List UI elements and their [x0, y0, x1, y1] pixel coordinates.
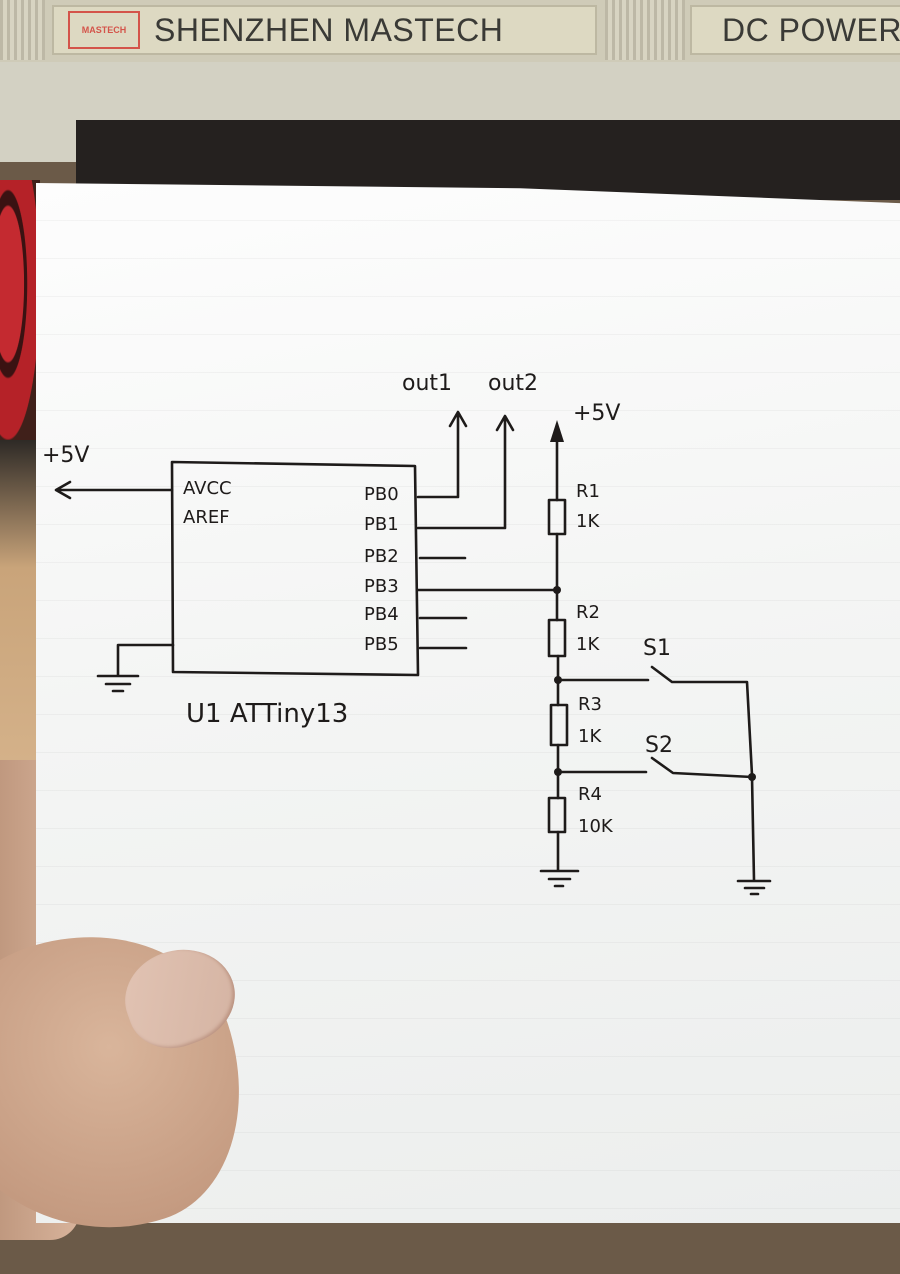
unused-pin-stubs — [418, 556, 468, 650]
product-text: DC POWER — [722, 11, 900, 48]
pin-label-pb2: PB2 — [364, 546, 399, 567]
pin-label-pb0: PB0 — [364, 484, 399, 505]
pin-label-pb1: PB1 — [364, 514, 399, 535]
output-label-out1: out1 — [402, 371, 452, 396]
r1-value: 1K — [576, 511, 600, 532]
vent-grille — [605, 0, 685, 60]
pin-label-pb4: PB4 — [364, 604, 399, 625]
output-label-out2: out2 — [488, 371, 538, 396]
product-plate: DC POWER — [690, 5, 900, 55]
r4-name: R4 — [578, 784, 602, 805]
r1-name: R1 — [576, 481, 600, 502]
resistor-r4 — [547, 796, 567, 834]
s1-label: S1 — [643, 636, 671, 661]
power-label-left: +5V — [42, 443, 89, 468]
ground-symbol-switches — [736, 775, 772, 896]
ic-body — [170, 460, 420, 677]
avcc-wire-arrow — [54, 480, 174, 500]
resistor-r2 — [547, 618, 567, 658]
hand-drawn-schematic: AVCC AREF PB0 PB1 PB2 PB3 PB4 PB5 U1 ATT… — [42, 371, 772, 896]
r2-value: 1K — [576, 634, 600, 655]
pin-label-aref: AREF — [183, 507, 230, 528]
switch-s2 — [556, 756, 754, 779]
r3-value: 1K — [578, 726, 602, 747]
s2-label: S2 — [645, 733, 673, 758]
power-label-right: +5V — [573, 401, 620, 426]
ic-ground-symbol — [96, 643, 175, 693]
out1-wire — [416, 410, 468, 499]
switch-s1 — [556, 665, 754, 777]
mastech-logo: MASTECH — [68, 11, 140, 49]
resistor-r1 — [547, 498, 567, 536]
red-cloth — [0, 180, 40, 440]
brand-text: SHENZHEN MASTECH — [154, 11, 504, 48]
r3-name: R3 — [578, 694, 602, 715]
ground-symbol-r4 — [539, 830, 580, 888]
out2-wire — [416, 414, 515, 530]
pin-label-avcc: AVCC — [183, 478, 232, 499]
ic-designator: U1 ATTiny13 — [186, 699, 348, 729]
brand-plate: MASTECH SHENZHEN MASTECH — [52, 5, 597, 55]
vent-grille — [0, 0, 45, 60]
vcc-arrow-head — [550, 420, 564, 442]
r4-value: 10K — [578, 816, 614, 837]
r2-name: R2 — [576, 602, 600, 623]
desk-surface — [0, 440, 40, 760]
resistor-r3 — [549, 703, 569, 747]
pin-label-pb3: PB3 — [364, 576, 399, 597]
pin-label-pb5: PB5 — [364, 634, 399, 655]
